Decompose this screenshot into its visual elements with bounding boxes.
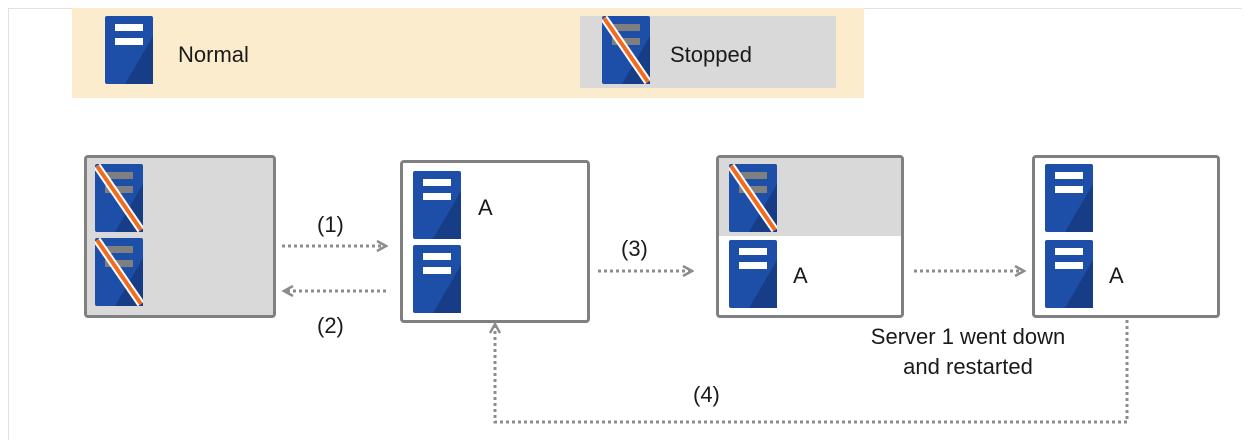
resource-label: A bbox=[793, 263, 808, 288]
state-both-running: A bbox=[400, 160, 590, 323]
step-label-4: (4) bbox=[693, 382, 720, 407]
caption-line-1: Server 1 went down bbox=[870, 324, 1066, 349]
step-label-3: (3) bbox=[621, 236, 648, 261]
legend-stopped-label: Stopped bbox=[670, 42, 752, 67]
resource-label: A bbox=[478, 195, 493, 220]
legend-normal-label: Normal bbox=[178, 42, 249, 67]
state-both-stopped bbox=[84, 155, 276, 318]
restart-caption: Server 1 went down and restarted bbox=[823, 322, 1113, 382]
arrow-step-4 bbox=[495, 320, 1129, 424]
step-label-2: (2) bbox=[317, 313, 344, 338]
caption-line-2: and restarted bbox=[903, 354, 1033, 379]
state-server1-down: A bbox=[716, 155, 904, 318]
resource-label: A bbox=[1109, 263, 1124, 288]
state-server1-restarted: A bbox=[1032, 155, 1220, 318]
step-label-1: (1) bbox=[317, 212, 344, 237]
